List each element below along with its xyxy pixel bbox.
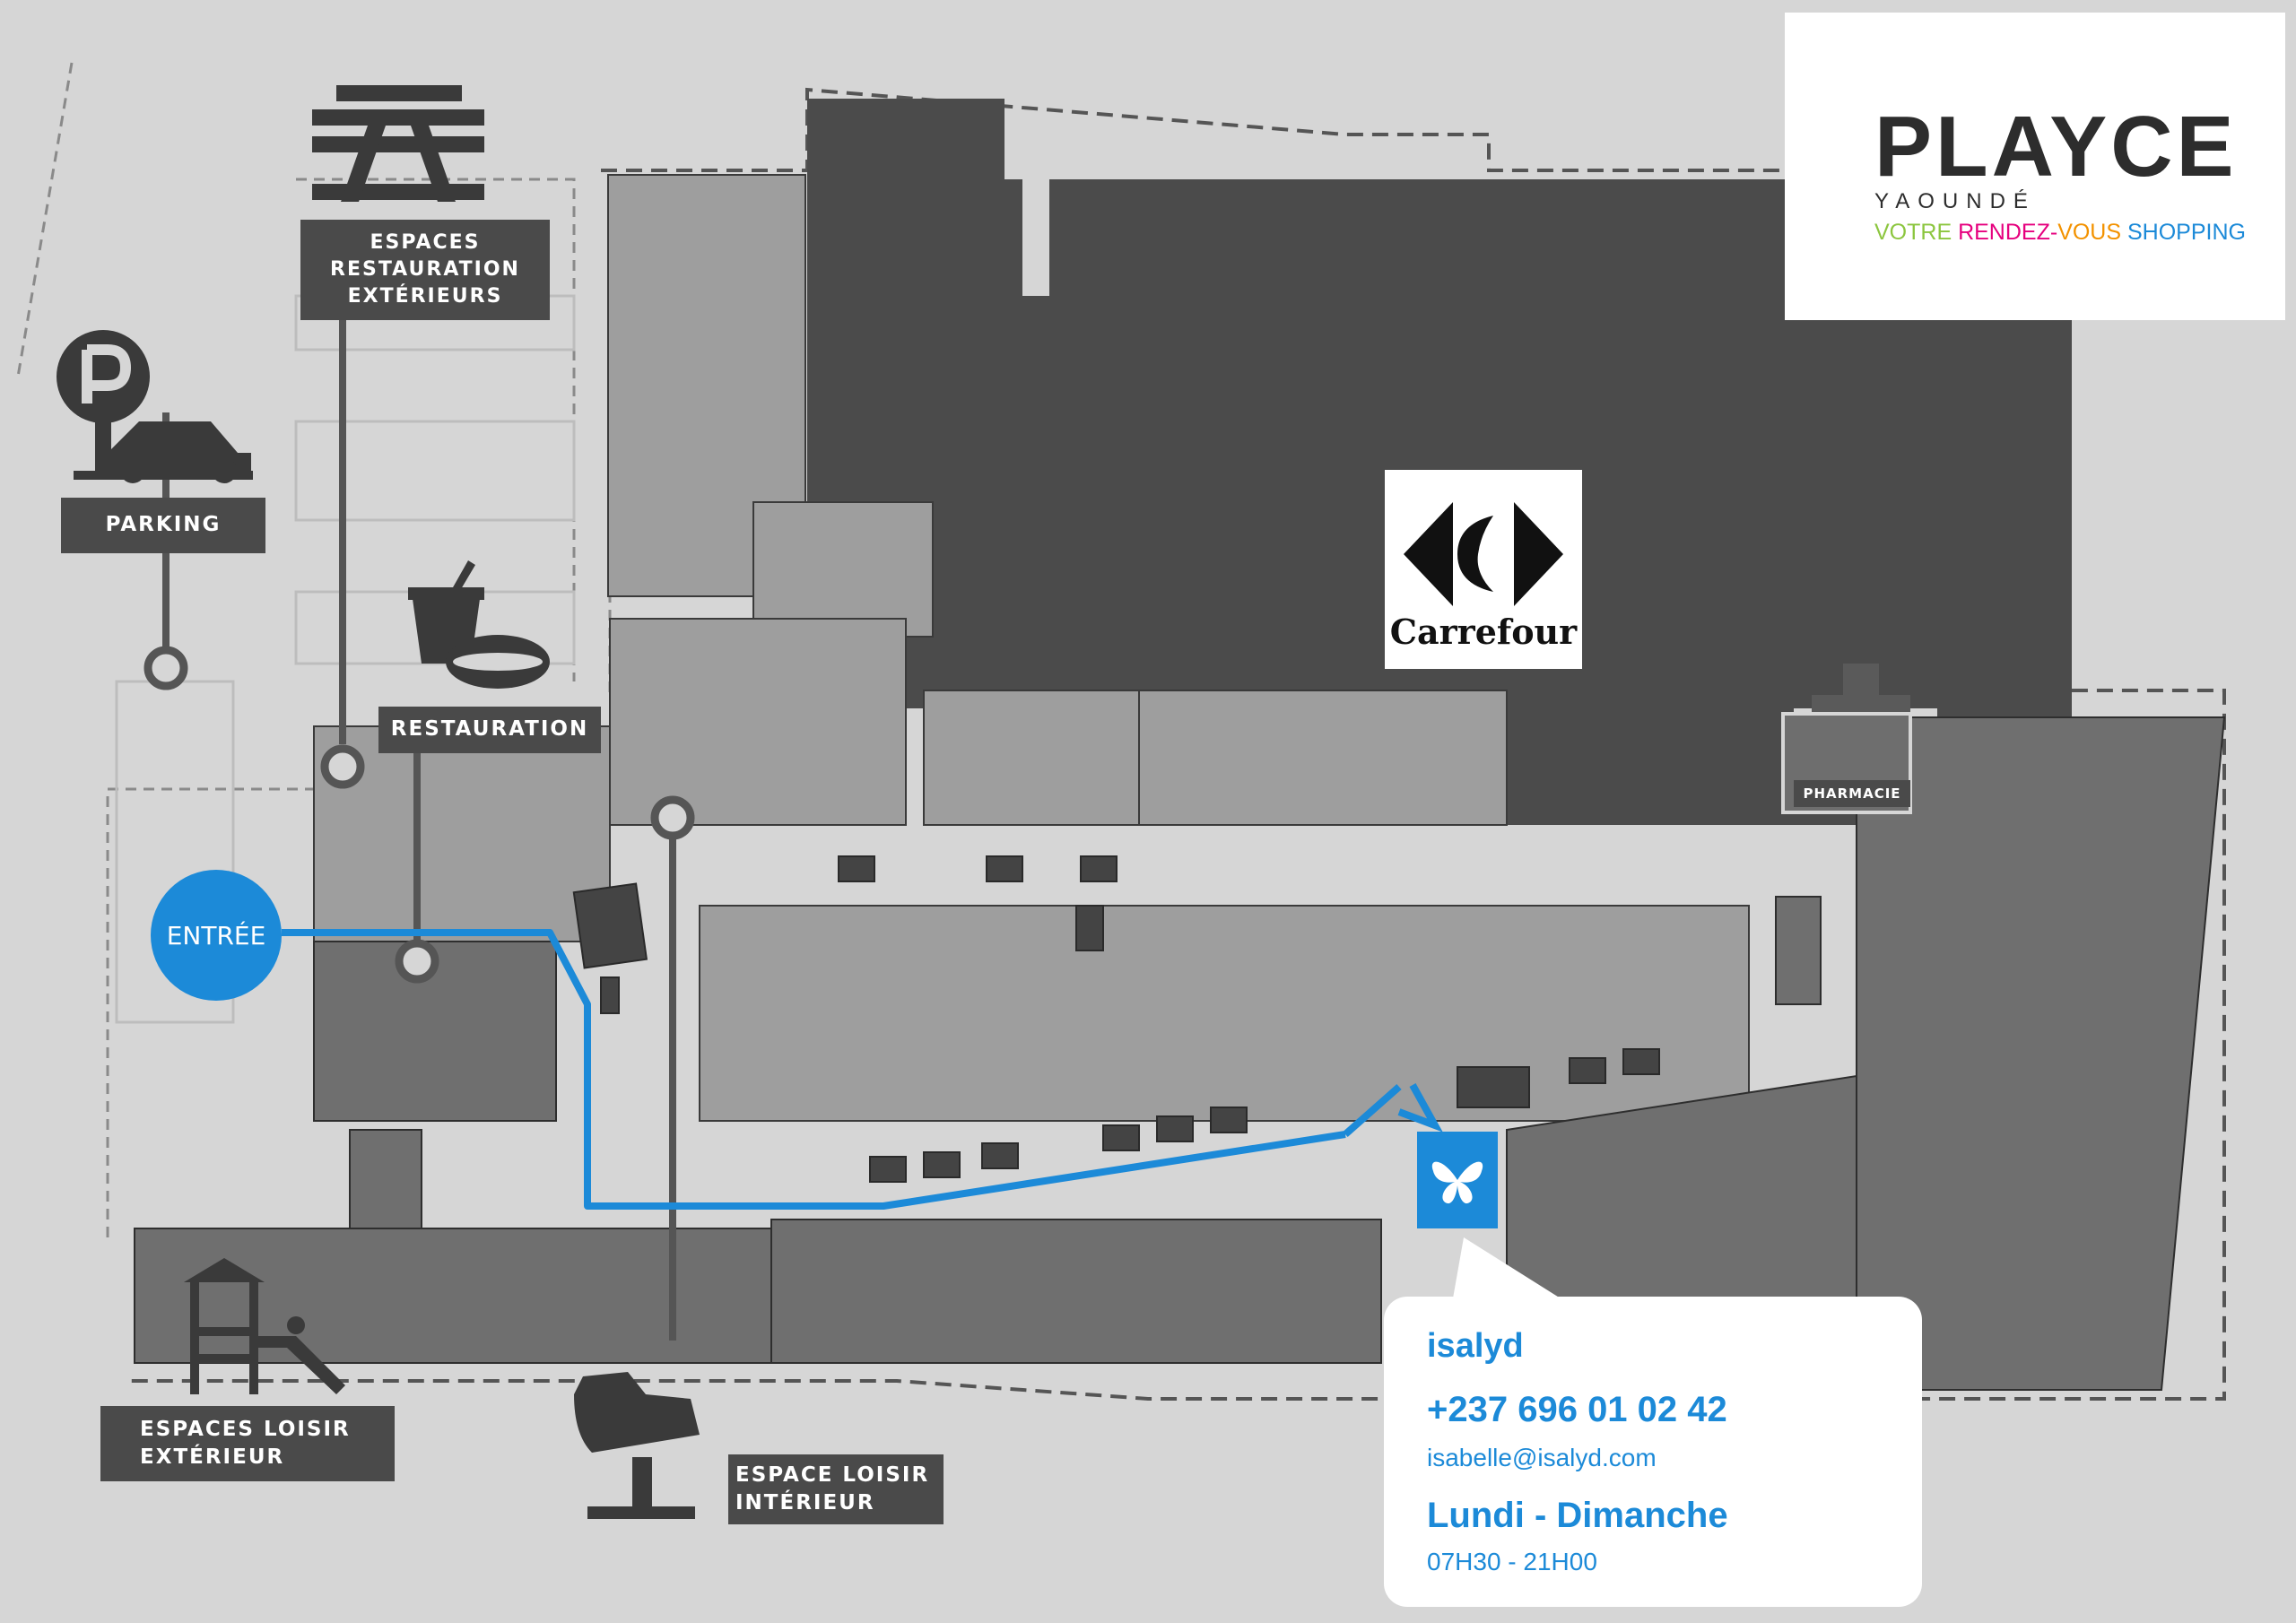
shop-info-card: isalyd +237 696 01 02 42 isabelle@isalyd… bbox=[1384, 1297, 1922, 1607]
shop-opening-hours: 07H30 - 21H00 bbox=[1427, 1548, 1597, 1575]
label-restauration: RESTAURATION bbox=[378, 707, 601, 753]
label-indoor-leisure: ESPACE LOISIR INTÉRIEUR bbox=[728, 1454, 944, 1524]
sign-pole-markers bbox=[144, 646, 695, 984]
hotdog-icon bbox=[446, 635, 550, 689]
label-outdoor-leisure-line2: EXTÉRIEUR bbox=[140, 1445, 285, 1469]
car-icon bbox=[74, 421, 253, 483]
label-outdoor-dining-line1: ESPACES bbox=[370, 231, 481, 255]
light-buildings bbox=[313, 174, 1750, 1122]
entrance-label: ENTRÉE bbox=[166, 920, 266, 950]
label-outdoor-dining-line2: RESTAURATION bbox=[330, 258, 520, 282]
label-pharmacie-text: PHARMACIE bbox=[1803, 785, 1901, 802]
label-outdoor-leisure: ESPACES LOISIR EXTÉRIEUR bbox=[100, 1406, 395, 1481]
label-indoor-leisure-line1: ESPACE LOISIR bbox=[735, 1462, 930, 1487]
parking-icon bbox=[57, 330, 150, 475]
label-outdoor-dining: ESPACES RESTAURATION EXTÉRIEURS bbox=[300, 220, 550, 320]
shop-name: isalyd bbox=[1427, 1327, 1524, 1365]
tagline-part: RENDEZ- bbox=[1958, 220, 2058, 245]
tagline-part: VOUS bbox=[2057, 220, 2127, 245]
label-indoor-leisure-line2: INTÉRIEUR bbox=[735, 1491, 875, 1515]
mid-buildings bbox=[134, 716, 2226, 1391]
tagline-part: SHOPPING bbox=[2126, 220, 2246, 245]
label-outdoor-dining-line3: EXTÉRIEURS bbox=[347, 284, 503, 308]
brand-tagline: VOTRE RENDEZ-VOUS SHOPPING bbox=[1874, 220, 2246, 246]
label-parking: PARKING bbox=[61, 498, 265, 553]
butterfly-icon bbox=[1431, 1161, 1483, 1204]
route-arrow bbox=[1397, 1083, 1443, 1133]
brand-logo-box: PLAYCE YAOUNDÉ VOTRE RENDEZ-VOUS SHOPPIN… bbox=[1785, 13, 2285, 320]
label-pharmacie: PHARMACIE bbox=[1794, 780, 1910, 807]
tagline-part: VOTRE bbox=[1874, 220, 1959, 245]
picnic-table-icon bbox=[312, 85, 484, 202]
carrefour-logo-box bbox=[1385, 470, 1582, 669]
label-restauration-text: RESTAURATION bbox=[390, 717, 589, 742]
carrefour-logo-icon bbox=[1404, 502, 1563, 606]
brand-wordmark: PLAYCE bbox=[1874, 99, 2238, 195]
shop-email[interactable]: isabelle@isalyd.com bbox=[1427, 1444, 1657, 1471]
label-parking-text: PARKING bbox=[105, 513, 222, 537]
route-path bbox=[282, 929, 1402, 1210]
carrefour-wordmark: Carrefour bbox=[1389, 612, 1578, 652]
kiosks bbox=[572, 855, 1660, 1183]
brand-subtitle: YAOUNDÉ bbox=[1874, 189, 2036, 213]
label-outdoor-leisure-line1: ESPACES LOISIR bbox=[140, 1417, 351, 1441]
playground-icon bbox=[184, 1258, 345, 1394]
shop-phone[interactable]: +237 696 01 02 42 bbox=[1427, 1390, 1727, 1429]
shop-opening-days: Lundi - Dimanche bbox=[1427, 1496, 1728, 1535]
spring-rider-icon bbox=[574, 1372, 700, 1519]
info-card-pointer bbox=[1453, 1237, 1561, 1298]
entrance-marker[interactable]: ENTRÉE bbox=[151, 870, 282, 1001]
mall-outline bbox=[126, 87, 2226, 1401]
